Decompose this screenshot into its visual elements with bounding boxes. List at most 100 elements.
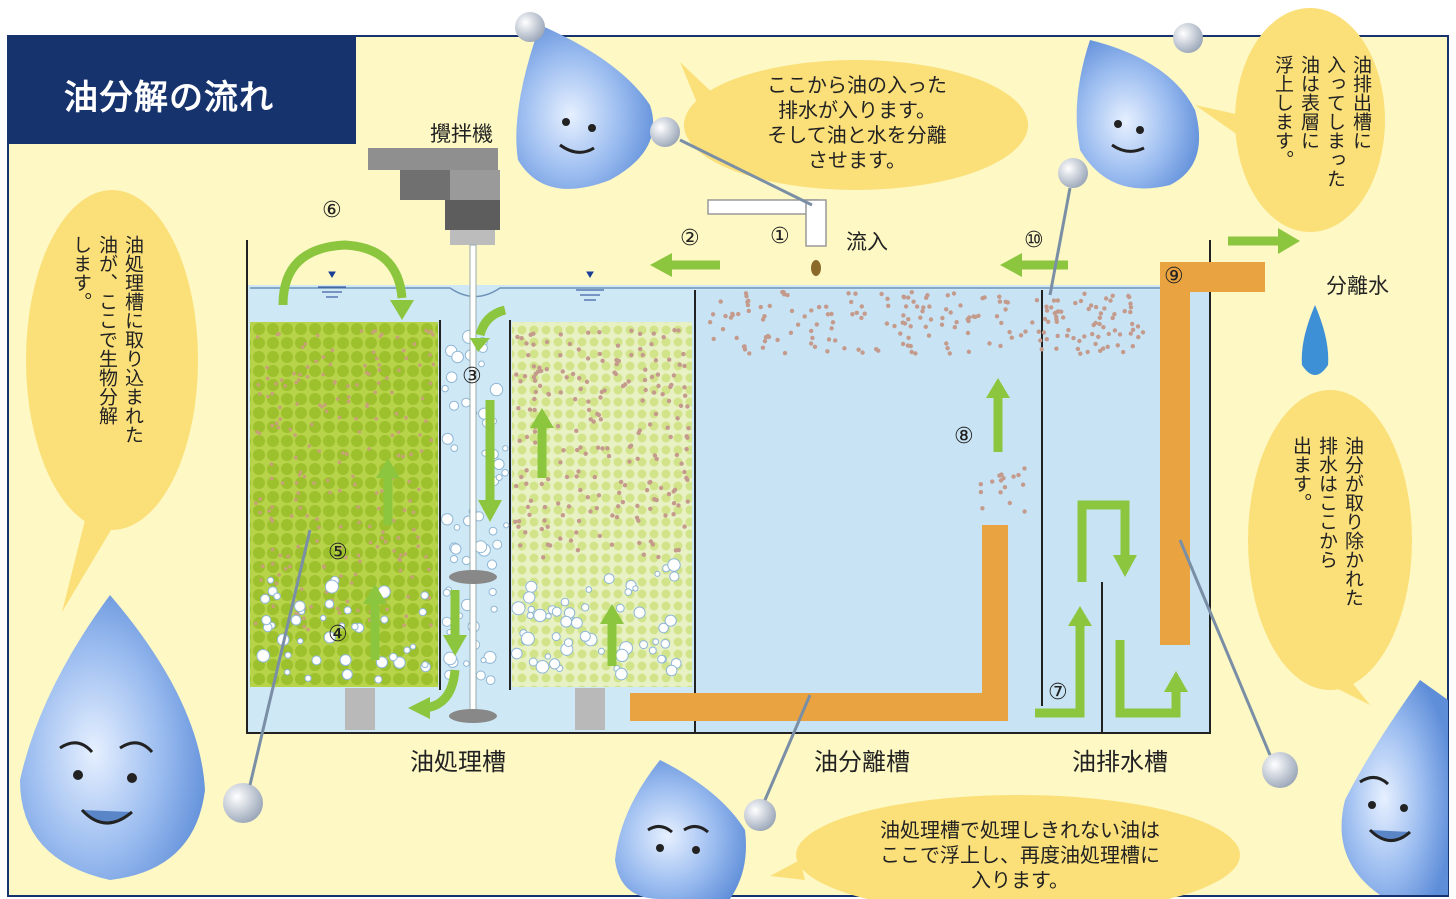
oil-particle (1061, 315, 1066, 320)
oil-particle (531, 375, 537, 380)
inflow-pipe (707, 199, 827, 276)
oil-particle (926, 333, 932, 338)
oil-particle (401, 454, 406, 459)
oil-particle (596, 493, 602, 498)
oil-particle (909, 290, 914, 295)
oil-particle (309, 605, 313, 609)
oil-particle (293, 433, 298, 437)
oil-particle (808, 341, 814, 346)
oil-particle (328, 490, 332, 495)
oil-particle (885, 296, 890, 301)
oil-particle (824, 304, 829, 309)
oil-particle (380, 536, 384, 540)
air-bubble (664, 614, 677, 627)
oil-particle (339, 525, 343, 529)
air-bubble (273, 592, 281, 601)
oil-particle (674, 452, 680, 458)
air-bubble (490, 605, 498, 613)
oil-particle (598, 417, 604, 422)
oil-particle (575, 447, 580, 453)
water-drop-mascot-icon (615, 694, 812, 899)
bubble-text-treatment: 油処理槽に取り込まれた 油が、ここで生物分解 します。 (68, 235, 146, 495)
oil-particle (785, 292, 790, 298)
oil-particle (537, 383, 543, 389)
oil-particle (606, 453, 612, 459)
air-bubble (503, 522, 510, 529)
oil-particle (1086, 306, 1091, 312)
oil-particle (255, 335, 260, 339)
oil-particle (676, 328, 681, 333)
oil-particle (685, 499, 690, 504)
air-bubble (453, 524, 461, 531)
oil-particle (254, 501, 258, 506)
oil-particle (428, 353, 432, 357)
oil-particle (1135, 324, 1141, 329)
oil-particle (649, 374, 655, 380)
label-inflow: 流入 (846, 230, 888, 254)
air-bubble (260, 593, 271, 604)
oil-particle (274, 382, 279, 386)
oil-particle (642, 377, 648, 383)
arrow-heads (363, 228, 1300, 719)
oil-particle (585, 495, 590, 500)
bubble-text-refloat: 油処理槽で処理しきれない油は ここで浮上し、再度油処理槽に 入ります。 (850, 818, 1190, 893)
oil-particle (908, 324, 913, 329)
air-bubble (339, 622, 346, 629)
oil-particle (578, 386, 583, 392)
oil-particle (380, 489, 384, 493)
water-drop-mascot-icon (1178, 539, 1448, 895)
oil-particle (637, 428, 642, 433)
oil-particle (620, 383, 626, 389)
oil-particle (377, 363, 382, 367)
oil-particle (923, 324, 928, 329)
oil-particle (610, 513, 615, 518)
oil-particle (294, 611, 298, 616)
oil-particle (570, 371, 576, 377)
oil-particle (762, 339, 768, 344)
oil-particle (271, 561, 275, 566)
oil-particle (924, 295, 929, 300)
oil-particle (976, 313, 981, 318)
air-bubble (526, 611, 534, 620)
oil-particle (578, 445, 583, 450)
air-bubble (311, 655, 322, 666)
oil-particle (378, 334, 383, 339)
oil-particle (397, 368, 401, 373)
oil-particle (1102, 306, 1107, 311)
oil-particle (629, 328, 634, 333)
oil-particle (906, 317, 911, 322)
bubble-line: 出ます。 (1290, 436, 1312, 512)
oil-particle (1122, 309, 1127, 314)
oil-particle (677, 362, 682, 367)
air-bubble (669, 571, 680, 582)
oil-particle (558, 332, 563, 337)
oil-particle (707, 320, 713, 325)
oil-particle (825, 349, 830, 354)
label-separated-water: 分離水 (1326, 274, 1389, 298)
oil-particle (1055, 298, 1061, 303)
air-bubble (449, 400, 459, 411)
air-bubble (441, 513, 454, 526)
oil-particle (585, 356, 591, 361)
oil-particle (906, 335, 911, 340)
oil-particle (578, 487, 583, 493)
oil-particle (300, 345, 305, 350)
oil-particle (356, 505, 360, 509)
oil-particle (269, 462, 274, 467)
oil-particle (283, 567, 288, 571)
oil-particle (1002, 485, 1008, 490)
oil-particle (376, 381, 381, 385)
air-bubble (511, 647, 523, 660)
oil-particle (544, 339, 550, 345)
oil-particle (1128, 331, 1134, 336)
oil-particle (392, 549, 396, 553)
oil-particle (406, 594, 410, 599)
oil-particle (288, 427, 293, 432)
oil-particle (765, 333, 771, 339)
air-bubble (443, 651, 457, 666)
tank-separation-water (695, 290, 1210, 733)
oil-particle (576, 518, 582, 524)
oil-particle (417, 487, 421, 492)
air-bubble (284, 651, 292, 659)
